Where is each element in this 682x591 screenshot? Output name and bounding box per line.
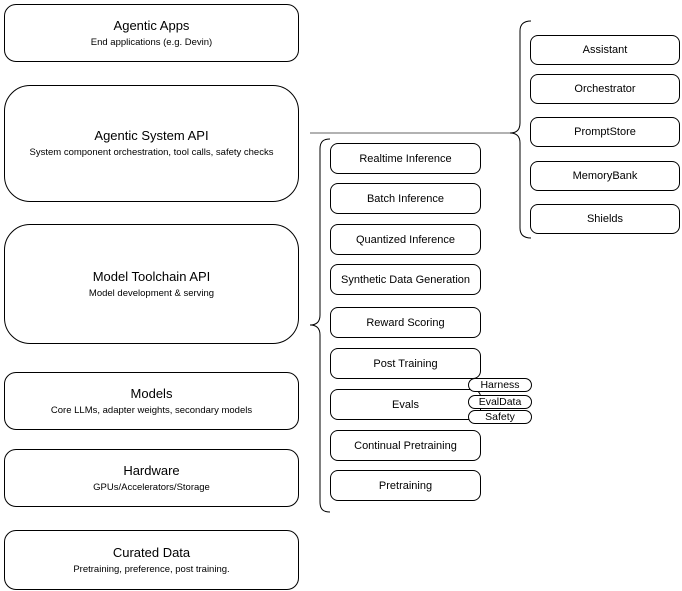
node-pretraining: Pretraining: [330, 470, 481, 501]
node-reward-scoring: Reward Scoring: [330, 307, 481, 338]
node-label: Reward Scoring: [366, 316, 445, 329]
node-label: Agentic System API: [94, 128, 209, 143]
node-label: Orchestrator: [574, 83, 636, 95]
node-label: Models: [130, 385, 173, 401]
node-curated-data: Curated Data Pretraining, preference, po…: [4, 530, 299, 590]
node-label: Model Toolchain API: [92, 268, 211, 284]
node-quantized-inference: Quantized Inference: [330, 224, 481, 255]
node-sublabel: Core LLMs, adapter weights, secondary mo…: [50, 404, 253, 416]
node-realtime-inference: Realtime Inference: [330, 143, 481, 174]
node-label: Hardware: [123, 462, 180, 478]
node-agentic-apps: Agentic Apps End applications (e.g. Devi…: [4, 4, 299, 62]
node-label: Synthetic Data Generation: [340, 273, 471, 286]
node-label: Quantized Inference: [355, 233, 456, 246]
node-models: Models Core LLMs, adapter weights, secon…: [4, 372, 299, 430]
node-sublabel: Pretraining, preference, post training.: [73, 563, 230, 575]
node-label: Agentic Apps: [113, 17, 190, 33]
node-label: Curated Data: [112, 544, 191, 560]
node-orchestrator: Orchestrator: [530, 74, 680, 104]
node-continual-pretraining: Continual Pretraining: [330, 430, 481, 461]
tag-evaldata: EvalData: [468, 395, 532, 409]
node-label: Assistant: [582, 44, 628, 56]
node-assistant: Assistant: [530, 35, 680, 65]
node-model-toolchain-api: Model Toolchain API Model development & …: [4, 224, 299, 344]
tag-label: EvalData: [478, 396, 522, 408]
brace-toolchain-services: [309, 138, 331, 513]
node-promptstore: PromptStore: [530, 117, 680, 147]
node-post-training: Post Training: [330, 348, 481, 379]
node-label: Pretraining: [378, 479, 433, 492]
node-label: Shields: [586, 213, 624, 225]
tag-label: Safety: [485, 411, 515, 423]
node-sublabel: GPUs/Accelerators/Storage: [93, 481, 210, 493]
node-label: MemoryBank: [572, 170, 638, 182]
node-shields: Shields: [530, 204, 680, 234]
node-label: Continual Pretraining: [354, 439, 457, 452]
node-label: Realtime Inference: [359, 152, 452, 165]
node-batch-inference: Batch Inference: [330, 183, 481, 214]
node-memorybank: MemoryBank: [530, 161, 680, 191]
node-evals: Evals: [330, 389, 481, 420]
node-sublabel: End applications (e.g. Devin): [90, 36, 213, 48]
tag-safety: Safety: [468, 410, 532, 424]
tag-harness: Harness: [468, 378, 532, 392]
node-label: Post Training: [373, 357, 438, 370]
node-synthetic-data-generation: Synthetic Data Generation: [330, 264, 481, 295]
node-agentic-system-api: Agentic System API System component orch…: [4, 85, 299, 202]
node-label: PromptStore: [574, 126, 636, 138]
brace-system-components: [509, 20, 532, 239]
node-label: Batch Inference: [366, 192, 445, 205]
node-sublabel: Model development & serving: [88, 287, 215, 299]
node-hardware: Hardware GPUs/Accelerators/Storage: [4, 449, 299, 507]
node-sublabel: System component orchestration, tool cal…: [29, 147, 274, 158]
node-label: Evals: [392, 398, 419, 411]
tag-label: Harness: [480, 379, 520, 391]
